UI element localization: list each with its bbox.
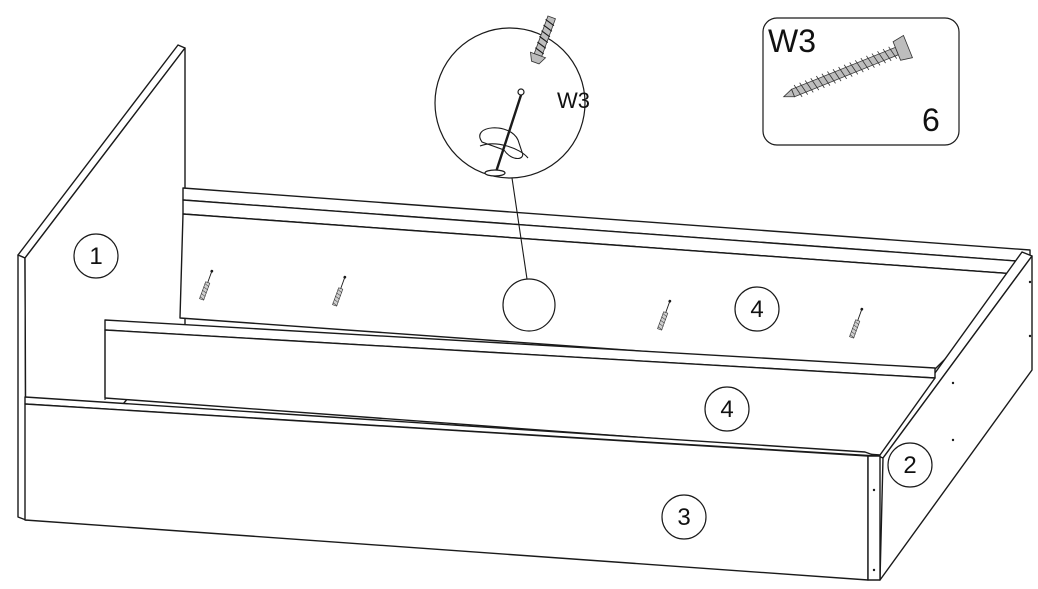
hardware-box: W3 6	[762, 17, 960, 146]
screw-icon	[657, 299, 672, 331]
part-label-4-upper: 4	[734, 286, 780, 332]
detail-zoom: W3	[434, 15, 590, 179]
detail-marker-circle	[502, 278, 556, 332]
part-label-2: 2	[887, 442, 933, 488]
screw-icon	[199, 269, 214, 301]
part-label-3: 3	[661, 494, 707, 540]
hardware-quantity: 6	[922, 102, 940, 138]
svg-text:3: 3	[677, 504, 690, 531]
svg-text:2: 2	[903, 452, 916, 479]
part-label-4-lower: 4	[704, 386, 750, 432]
hardware-code: W3	[768, 23, 816, 59]
svg-text:1: 1	[89, 243, 102, 270]
screw-and-dowel-icon	[479, 15, 556, 177]
svg-text:4: 4	[750, 296, 763, 323]
front-panel-3	[24, 396, 881, 581]
screw-icon	[849, 307, 864, 339]
svg-text:4: 4	[720, 396, 733, 423]
detail-code-label: W3	[557, 88, 590, 113]
leader-line	[511, 177, 528, 280]
screw-icon	[332, 275, 347, 307]
part-label-1: 1	[73, 233, 119, 279]
wood-screw-icon	[782, 34, 914, 98]
